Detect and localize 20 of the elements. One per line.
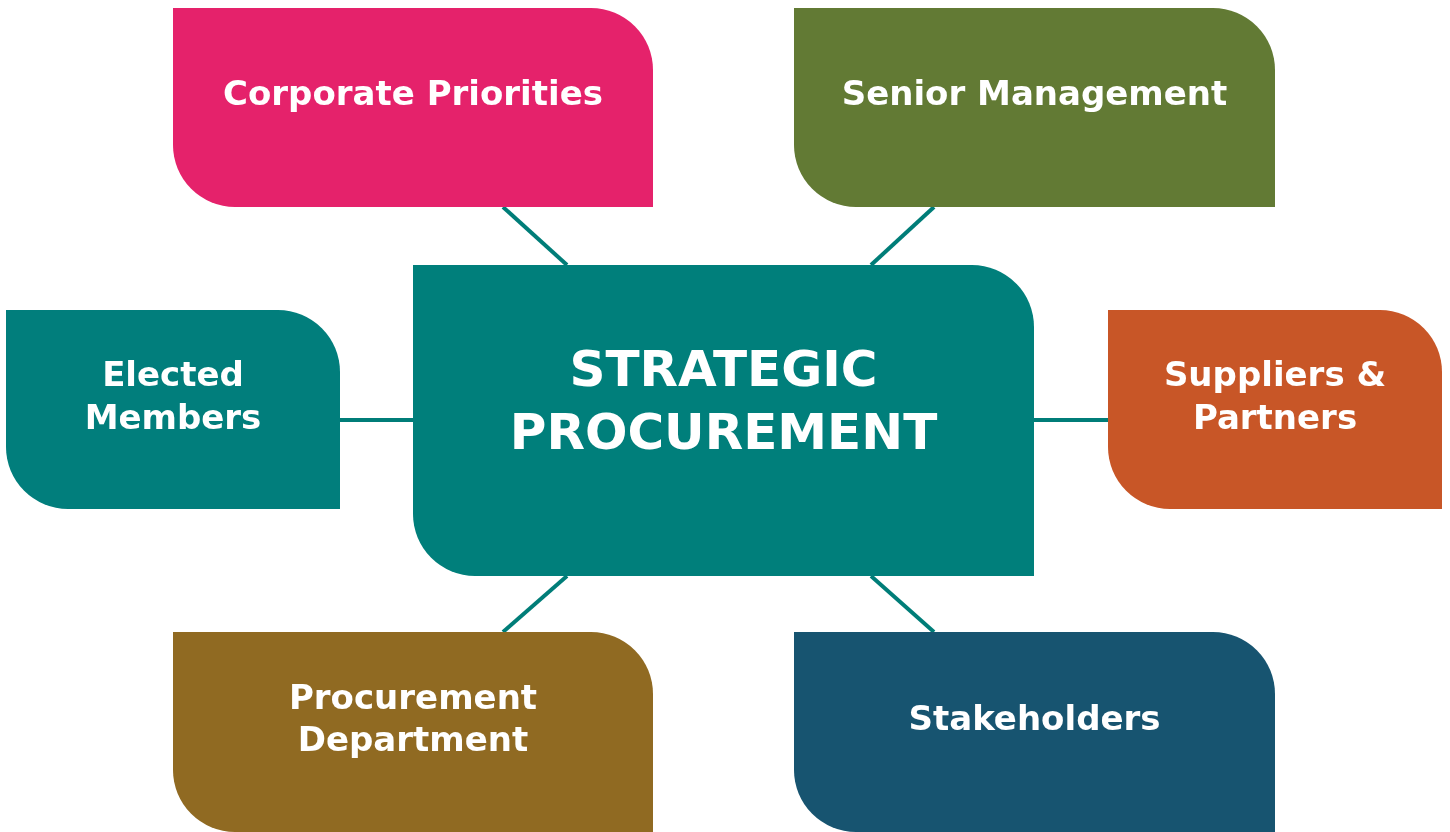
topic-box — [1108, 310, 1442, 509]
box-label: Stakeholders — [908, 696, 1161, 740]
connector-line — [869, 205, 936, 267]
box-label: STRATEGIC PROCUREMENT — [508, 339, 939, 463]
connector-line — [501, 574, 569, 634]
box-label: Corporate Priorities — [223, 72, 603, 115]
connector-line — [501, 205, 569, 267]
box-label: Elected Members — [83, 353, 263, 438]
connector-line — [869, 574, 936, 634]
central-box — [413, 265, 1034, 576]
topic-box — [6, 310, 340, 509]
topic-box — [794, 8, 1275, 207]
connector-line — [1034, 418, 1108, 422]
topic-box — [794, 632, 1275, 832]
connector-line — [340, 418, 413, 422]
box-label: Senior Management — [841, 72, 1228, 115]
box-label: Procurement Department — [287, 675, 539, 761]
topic-box — [173, 8, 653, 207]
box-label: Suppliers & Partners — [1162, 353, 1388, 438]
topic-box — [173, 632, 653, 832]
